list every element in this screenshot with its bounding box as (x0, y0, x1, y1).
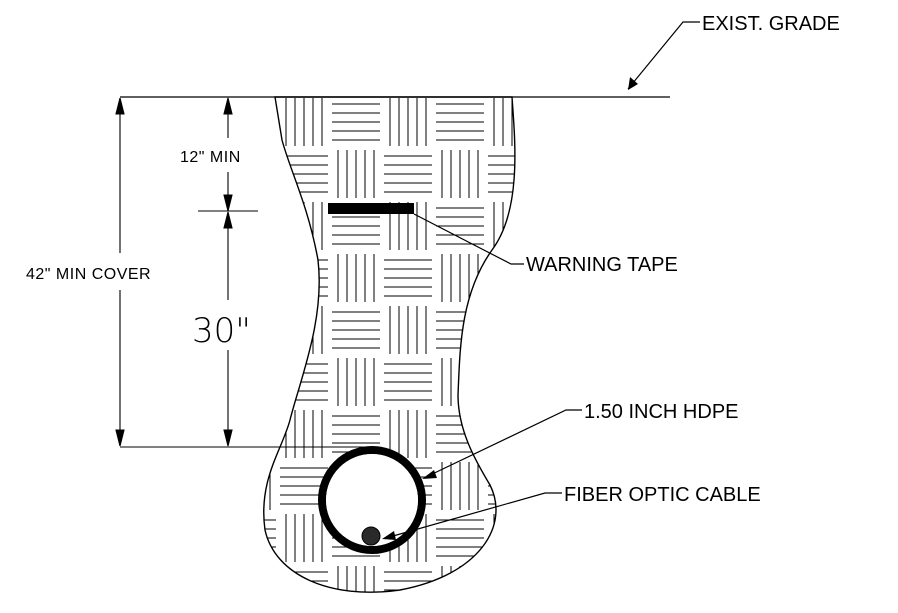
label-30: 30" (192, 311, 251, 351)
dimension-42-in (115, 97, 125, 447)
fiber-optic-cable (361, 526, 381, 546)
dimension-30-in (223, 211, 233, 447)
leader-hdpe (422, 409, 582, 479)
label-12-min: 12" MIN (180, 149, 241, 166)
hdpe-pipe (318, 446, 426, 554)
warning-tape (328, 203, 414, 214)
trench-backfill (263, 96, 516, 593)
label-42-min-cover: 42" MIN COVER (26, 266, 151, 283)
label-exist-grade: EXIST. GRADE (702, 13, 840, 35)
label-warning-tape: WARNING TAPE (526, 254, 678, 276)
leader-exist-grade (627, 21, 700, 90)
label-fiber-cable: FIBER OPTIC CABLE (564, 484, 761, 506)
label-hdpe: 1.50 INCH HDPE (584, 401, 739, 423)
leader-warning-tape (413, 213, 524, 265)
dimension-12-in (223, 97, 233, 212)
leader-fiber-cable (382, 492, 562, 540)
